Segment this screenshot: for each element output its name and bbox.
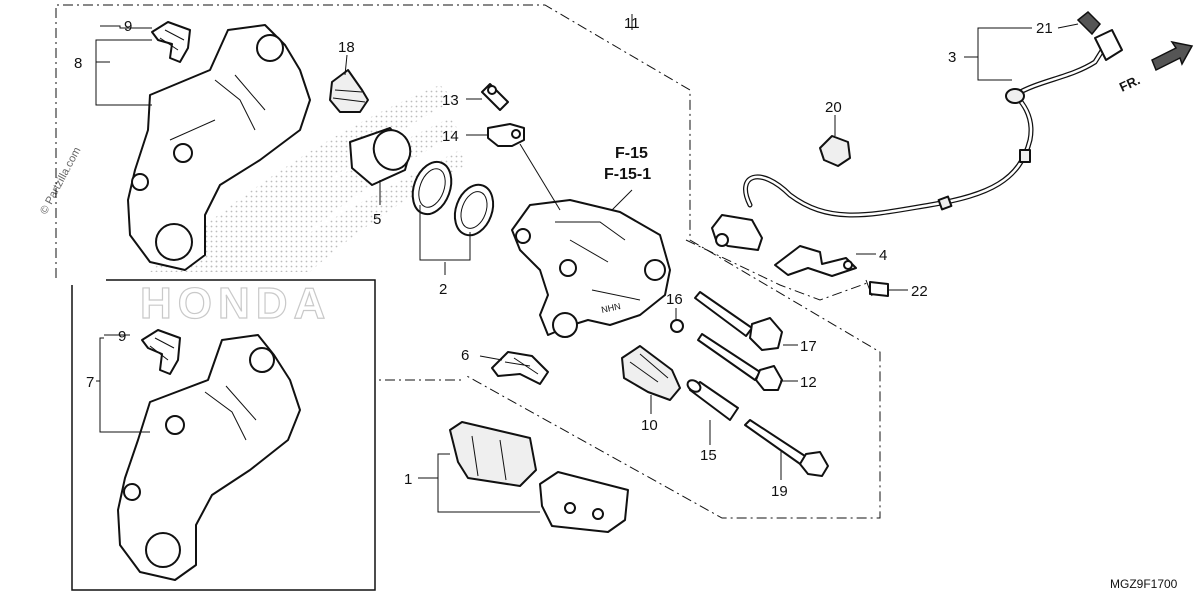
- reference-f15: F-15: [615, 145, 648, 162]
- callout-12: 12: [800, 374, 817, 391]
- callout-6: 6: [461, 347, 469, 364]
- bracket-pin-boot: [329, 69, 369, 113]
- callout-numbers: 9 8 18 5 2 13 14 11 F-15 F-15-1 6 1 16 1…: [74, 15, 1053, 500]
- copyright-watermark: © Partzilla.com: [38, 145, 83, 216]
- brake-pad-outer: [539, 471, 629, 533]
- callout-19: 19: [771, 483, 788, 500]
- piston-seal-rings: [411, 160, 495, 237]
- speed-sensor-stay: [774, 245, 857, 277]
- callout-13: 13: [442, 92, 459, 109]
- slide-pin-12: [697, 333, 783, 391]
- pad-spring-clip-upper: [151, 21, 191, 63]
- nut-16: [670, 319, 684, 333]
- caliper-bolt: [744, 419, 829, 477]
- pad-spring-clip-lower: [141, 329, 181, 375]
- callout-17: 17: [800, 338, 817, 355]
- callout-4: 4: [879, 247, 887, 264]
- callout-15: 15: [700, 447, 717, 464]
- front-direction-arrow: FR.: [1117, 40, 1194, 95]
- assembly-outlines: [55, 4, 881, 591]
- caliper-bracket-upper: [127, 24, 311, 271]
- callout-7: 7: [86, 374, 94, 391]
- callout-20: 20: [825, 99, 842, 116]
- wheel-speed-sensor: [711, 29, 1123, 251]
- brake-pad-inner: [449, 421, 537, 487]
- leader-lines: [95, 14, 1079, 513]
- front-direction-label: FR.: [1117, 72, 1142, 94]
- callout-18: 18: [338, 39, 355, 56]
- connector-21: [1076, 10, 1102, 36]
- callout-9-lower: 9: [118, 328, 126, 345]
- callout-5: 5: [373, 211, 381, 228]
- callout-9-upper: 9: [124, 18, 132, 35]
- callout-2: 2: [439, 281, 447, 298]
- callout-1: 1: [404, 471, 412, 488]
- wire-clamp: [819, 135, 851, 167]
- callout-11: 11: [624, 15, 640, 32]
- callout-22: 22: [911, 283, 928, 300]
- callout-14: 14: [442, 128, 459, 145]
- diagram-code: MGZ9F1700: [1110, 577, 1178, 591]
- callout-21: 21: [1036, 20, 1053, 37]
- pad-retainer-spring: [491, 351, 549, 385]
- callout-3: 3: [948, 49, 956, 66]
- caliper-body: NHN: [511, 199, 671, 338]
- hose-bracket: [487, 123, 525, 147]
- bleeder-screw: [481, 83, 509, 111]
- reference-f15-1: F-15-1: [604, 166, 651, 183]
- slide-pin-bushing: [686, 379, 739, 421]
- callout-16: 16: [666, 291, 683, 308]
- caliper-bracket-lower: [117, 334, 301, 581]
- stay-bolt: [865, 279, 889, 297]
- slide-pin-boot: [621, 345, 681, 401]
- honda-wordmark-watermark: HONDA: [140, 279, 331, 328]
- callout-8: 8: [74, 55, 82, 72]
- slide-pin-17: [694, 291, 783, 351]
- callout-10: 10: [641, 417, 658, 434]
- svg-text:NHN: NHN: [600, 301, 621, 315]
- caliper-piston: [349, 127, 412, 186]
